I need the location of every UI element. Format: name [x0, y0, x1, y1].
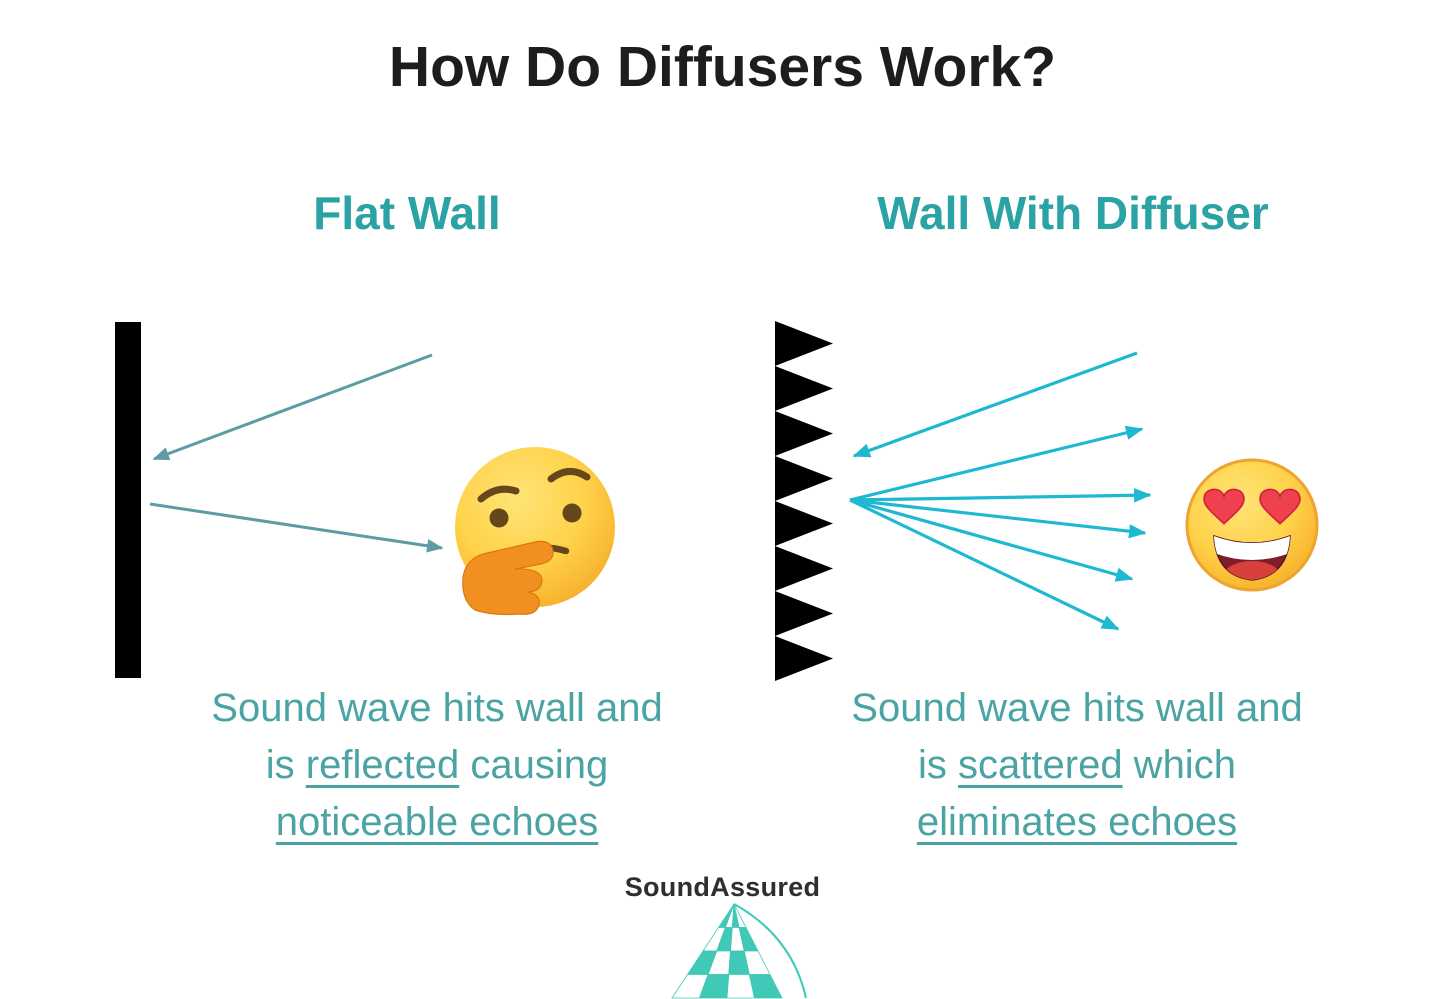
- heart-eyes-emoji: [1185, 458, 1319, 592]
- diffuser-wall-heading: Wall With Diffuser: [877, 187, 1269, 239]
- caption-line: is scattered which: [918, 743, 1236, 787]
- caption-line: Sound wave hits wall and: [851, 686, 1303, 730]
- scattered-sound-arrows: [849, 425, 1152, 631]
- soundassured-logo-icon: [671, 903, 807, 999]
- flat-wall-diagram: [115, 322, 615, 678]
- page-title: How Do Diffusers Work?: [388, 35, 1057, 99]
- incident-sound-arrow: [152, 353, 433, 461]
- caption-line: Sound wave hits wall and: [211, 686, 663, 730]
- thinking-face-emoji: [455, 447, 615, 616]
- incident-sound-arrow: [852, 351, 1138, 458]
- diffuser-wall: [775, 321, 833, 681]
- caption-line: eliminates echoes: [916, 800, 1238, 844]
- reflected-sound-arrow: [149, 502, 444, 553]
- diffuser-wall-caption: Sound wave hits wall and is scattered wh…: [767, 680, 1387, 851]
- flat-wall: [115, 322, 141, 678]
- caption-line: noticeable echoes: [275, 800, 599, 844]
- diffuser-wall-diagram: [775, 321, 1319, 681]
- brand-name: SoundAssured: [624, 872, 821, 902]
- caption-line: is reflected causing: [265, 743, 609, 787]
- flat-wall-caption: Sound wave hits wall and is reflected ca…: [127, 680, 747, 851]
- flat-wall-heading: Flat Wall: [313, 187, 501, 239]
